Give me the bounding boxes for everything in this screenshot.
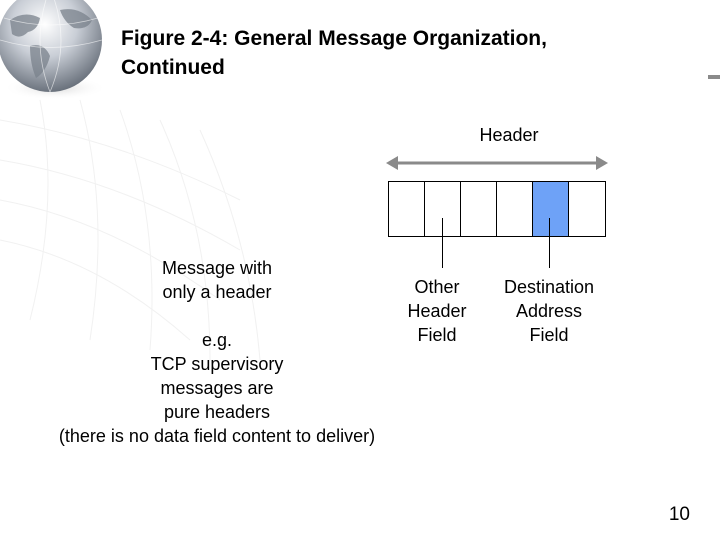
example-line5: (there is no data field content to deliv…: [30, 424, 404, 448]
dest-label-line2: Address: [488, 299, 610, 323]
slide-title: Figure 2-4: General Message Organization…: [121, 24, 641, 82]
destination-address-field-label: Destination Address Field: [488, 275, 610, 347]
example-line2: TCP supervisory: [30, 352, 404, 376]
header-field-6: [569, 182, 605, 236]
header-label: Header: [450, 125, 568, 146]
slide-title-line2: Continued: [121, 53, 641, 82]
accent-dash: [708, 75, 720, 79]
dest-label-line3: Field: [488, 323, 610, 347]
example-line1: e.g.: [30, 328, 404, 352]
slide-title-line1: Figure 2-4: General Message Organization…: [121, 24, 641, 53]
pointer-line-destination: [549, 218, 550, 268]
other-label-line3: Field: [392, 323, 482, 347]
header-field-2: [425, 182, 461, 236]
page-number: 10: [640, 504, 690, 526]
other-header-field-label: Other Header Field: [392, 275, 482, 347]
double-arrow-icon: [386, 154, 608, 172]
header-field-4: [497, 182, 533, 236]
caption-line1: Message with: [137, 256, 297, 280]
header-field-3: [461, 182, 497, 236]
globe-icon: [0, 0, 110, 100]
message-caption: Message with only a header: [137, 256, 297, 304]
pointer-line-other: [442, 218, 443, 268]
example-line4: pure headers: [30, 400, 404, 424]
dest-label-line1: Destination: [488, 275, 610, 299]
caption-line2: only a header: [137, 280, 297, 304]
example-caption: e.g. TCP supervisory messages are pure h…: [30, 328, 404, 448]
header-field-1: [389, 182, 425, 236]
other-label-line2: Header: [392, 299, 482, 323]
header-fields-row: [388, 181, 606, 237]
other-label-line1: Other: [392, 275, 482, 299]
header-field-destination: [533, 182, 569, 236]
example-line3: messages are: [30, 376, 404, 400]
